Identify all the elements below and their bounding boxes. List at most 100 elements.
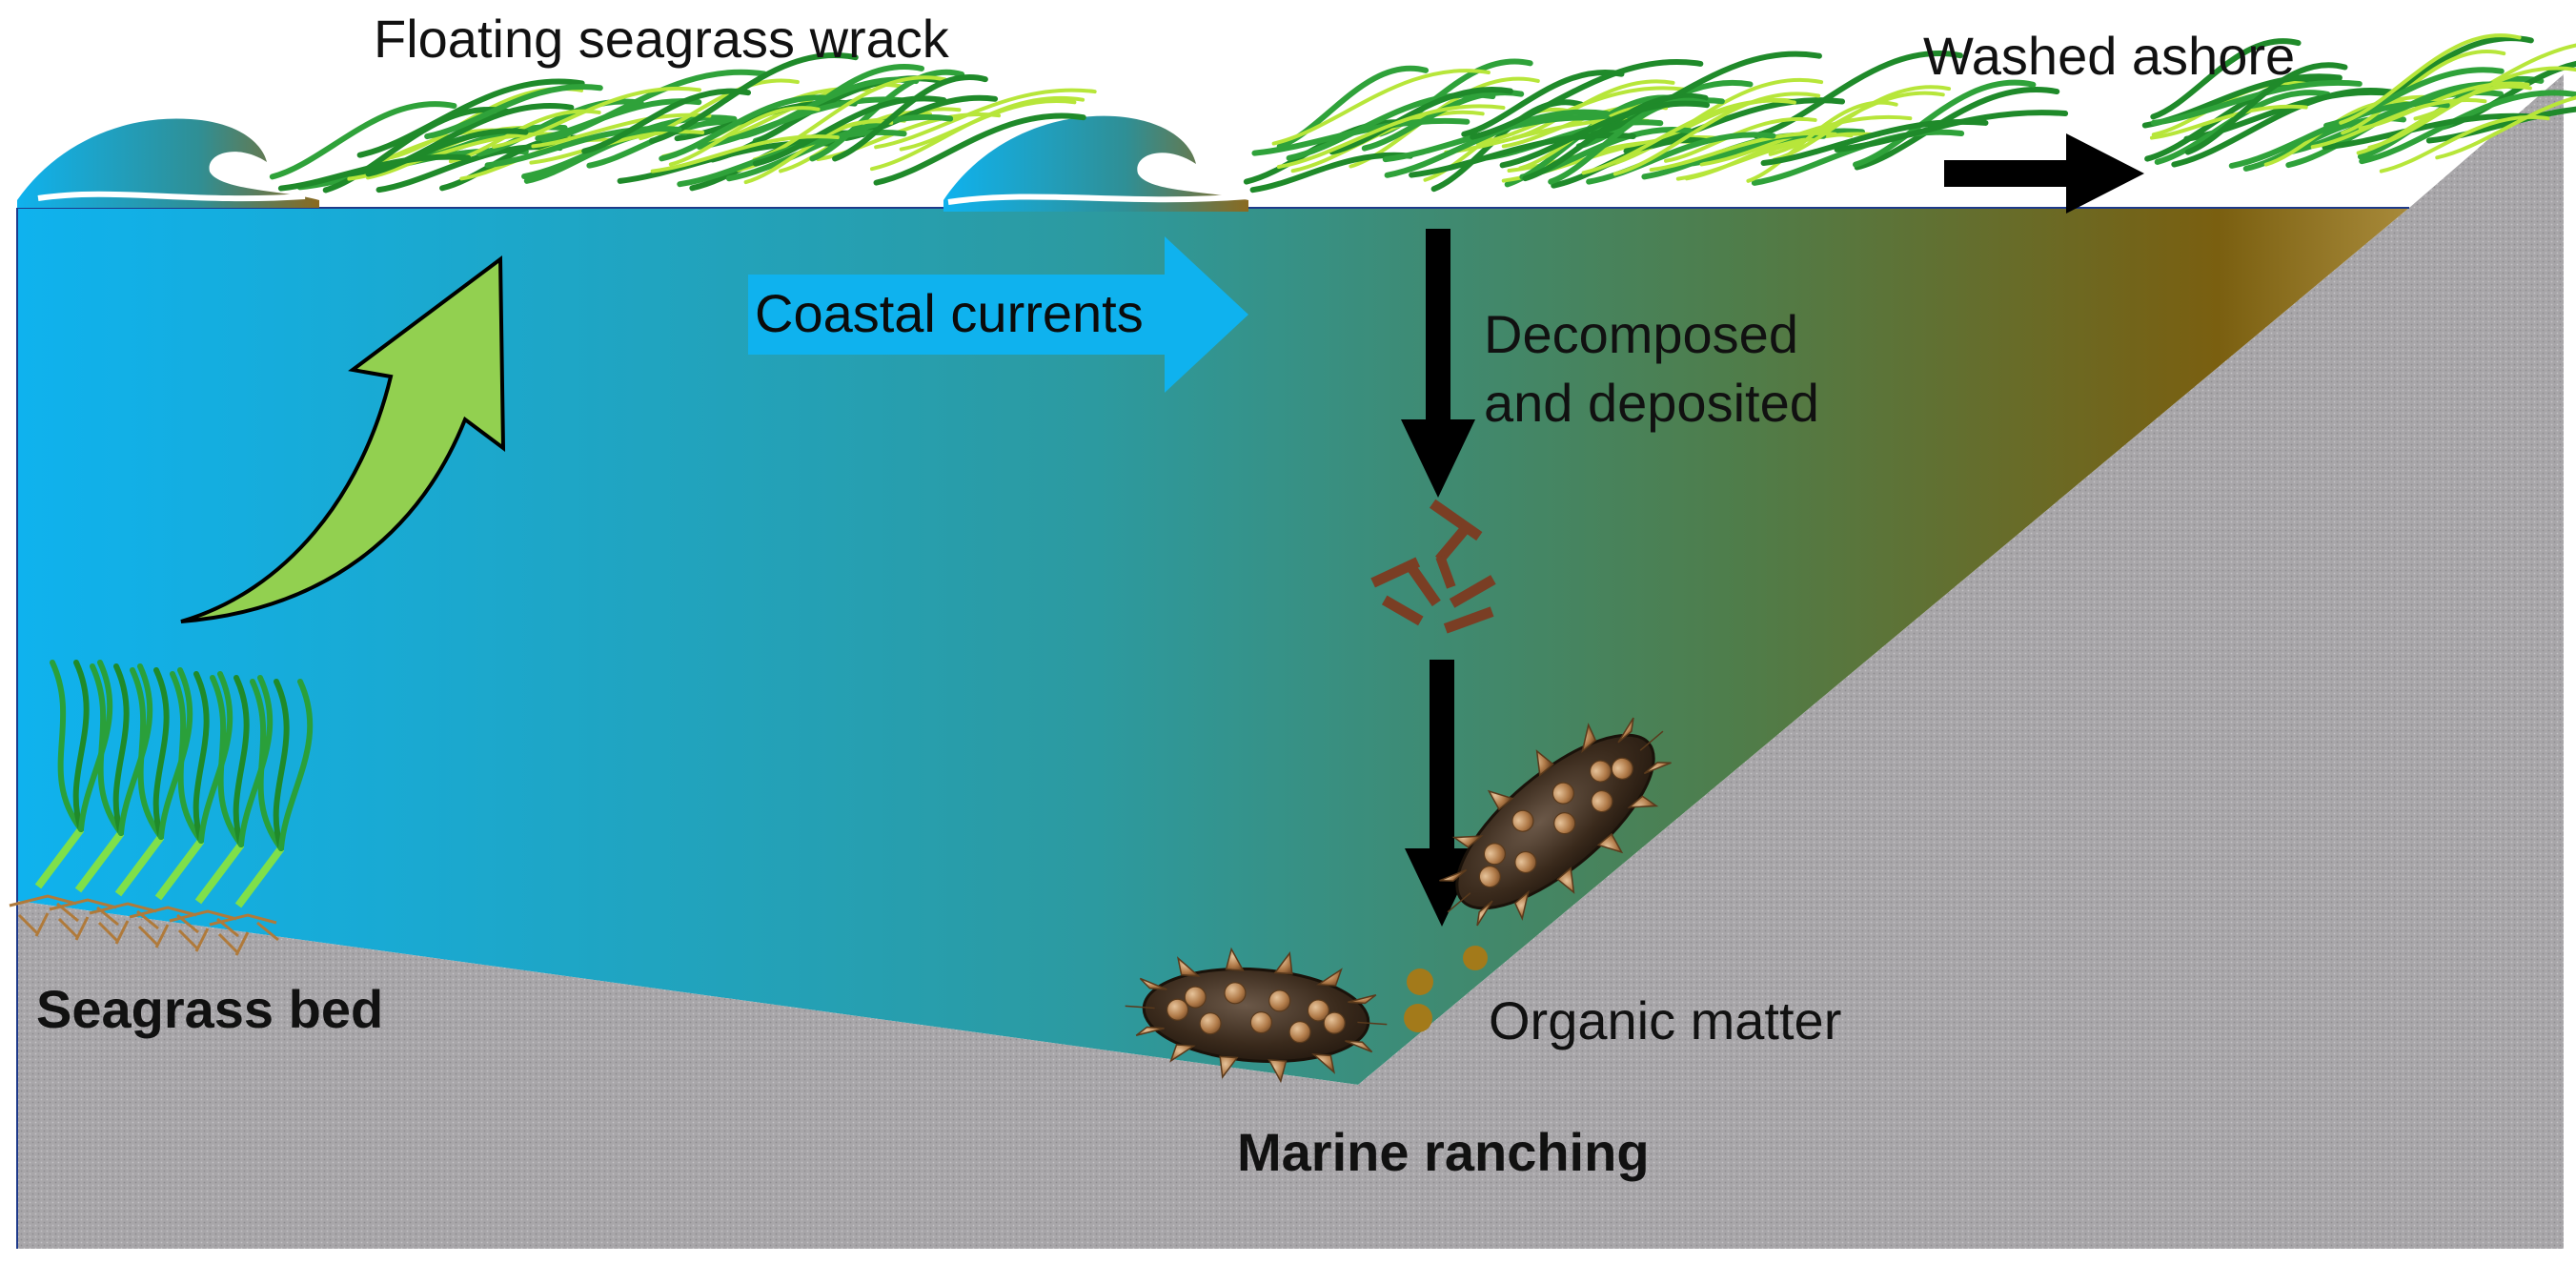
sea-cucumber-spike bbox=[1135, 1026, 1165, 1036]
seagrass-blade bbox=[269, 101, 457, 180]
label-marine-ranching: Marine ranching bbox=[1237, 1122, 1650, 1182]
wave-icon bbox=[17, 118, 319, 208]
seagrass-stem bbox=[154, 838, 205, 901]
label-floating-wrack: Floating seagrass wrack bbox=[374, 9, 950, 69]
seagrass-blade bbox=[112, 663, 130, 836]
sea-cucumber-spike bbox=[1345, 1040, 1373, 1053]
sea-cucumber-papilla bbox=[1184, 986, 1207, 1009]
label-washed-ashore: Washed ashore bbox=[1923, 26, 2295, 86]
label-seagrass-bed: Seagrass bed bbox=[36, 979, 383, 1039]
sea-cucumber-papilla bbox=[1199, 1012, 1222, 1035]
seagrass-blade bbox=[1361, 90, 1525, 152]
seagrass-root bbox=[129, 906, 199, 948]
sea-cucumber-icon bbox=[1125, 947, 1388, 1084]
sea-cucumber-spike bbox=[1556, 866, 1575, 894]
seagrass-blade bbox=[1329, 87, 1513, 155]
seagrass-blade bbox=[2150, 79, 2363, 126]
seagrass-blade bbox=[2435, 95, 2576, 160]
sea-cucumber-papilla bbox=[1514, 850, 1537, 874]
seagrass-root bbox=[89, 902, 159, 945]
seagrass-blade bbox=[1613, 78, 1824, 164]
seagrass-root bbox=[169, 909, 239, 952]
sea-cucumber-spike bbox=[1627, 795, 1659, 808]
seagrass-blade bbox=[869, 95, 1085, 172]
seagrass-blade bbox=[278, 679, 314, 851]
seagrass-blade bbox=[233, 675, 250, 847]
sea-cucumber-papilla bbox=[1307, 999, 1330, 1022]
seagrass-blade bbox=[1271, 69, 1491, 146]
seagrass-blade bbox=[2341, 50, 2506, 135]
seagrass-blade bbox=[2339, 33, 2522, 125]
seagrass-bed-plants bbox=[9, 660, 314, 956]
seagrass-blade bbox=[1409, 133, 1636, 178]
sea-cucumber-spike bbox=[1451, 835, 1484, 848]
sea-cucumber-spike bbox=[1125, 1005, 1155, 1009]
seagrass-blade bbox=[752, 75, 947, 162]
sea-cucumber-papilla bbox=[1552, 782, 1574, 805]
sea-cucumber-spike bbox=[1617, 717, 1634, 744]
sea-cucumber-papilla bbox=[1478, 865, 1501, 888]
seagrass-blade bbox=[210, 675, 244, 847]
seagrass-blade bbox=[535, 98, 702, 142]
seagrass-blade bbox=[250, 679, 284, 851]
seagrass-blade bbox=[356, 78, 585, 158]
seagrass-blade bbox=[873, 112, 1086, 186]
seagrass-blade bbox=[2171, 88, 2397, 168]
sea-cucumber-spike bbox=[1176, 956, 1201, 977]
label-decomposed: Decomposed bbox=[1484, 304, 1798, 364]
seagrass-blade bbox=[477, 98, 644, 157]
seagrass-blade bbox=[72, 660, 90, 832]
seagrass-blade bbox=[484, 126, 682, 169]
water-body bbox=[17, 208, 2409, 1085]
seagrass-blade bbox=[650, 134, 840, 173]
sea-cucumber-spike bbox=[1225, 947, 1245, 971]
seagrass-blade bbox=[2184, 62, 2348, 155]
sea-cucumber-spike bbox=[1357, 1021, 1388, 1026]
sea-cucumber-spike bbox=[1139, 977, 1167, 990]
seagrass-blade bbox=[1461, 70, 1625, 137]
right-arrow-icon bbox=[1944, 133, 2144, 214]
seagrass-blade bbox=[1613, 92, 1821, 176]
seagrass-blade bbox=[1753, 51, 1963, 139]
sea-cucumber-spike bbox=[1348, 994, 1377, 1005]
seagrass-blade bbox=[1675, 132, 1881, 181]
seagrass-blade bbox=[130, 667, 164, 840]
sea-cucumber-papilla bbox=[1166, 998, 1189, 1021]
curved-up-arrow-icon bbox=[180, 255, 506, 623]
sediment-fragments-icon bbox=[1370, 499, 1496, 634]
seagrass-stem bbox=[194, 842, 245, 905]
sea-cucumber-spike bbox=[1596, 832, 1624, 854]
floating-wrack-cluster bbox=[1243, 51, 2069, 194]
down-arrow-icon bbox=[1401, 229, 1475, 498]
sea-cucumber-spike bbox=[1643, 762, 1672, 775]
label-organic-matter: Organic matter bbox=[1489, 990, 1841, 1050]
seagrass-blade bbox=[1590, 51, 1822, 137]
seagrass-blade bbox=[1772, 85, 1952, 162]
sea-cucumber-papilla bbox=[1483, 843, 1507, 866]
seagrass-blade bbox=[832, 74, 988, 162]
seagrass-blade bbox=[2285, 81, 2516, 169]
seagrass-blade bbox=[1649, 131, 1837, 173]
seagrass-blade bbox=[2228, 100, 2450, 169]
sea-cucumber-spike bbox=[1535, 749, 1554, 777]
sea-cucumber-spike bbox=[1439, 868, 1468, 882]
seagrass-blade bbox=[2151, 80, 2309, 137]
seagrass-blade bbox=[170, 671, 204, 844]
sea-cucumber-spike bbox=[1273, 951, 1293, 975]
sea-cucumber-papilla bbox=[1589, 760, 1613, 783]
sea-cucumber-spike bbox=[1311, 1053, 1336, 1074]
seagrass-blade bbox=[492, 86, 701, 149]
label-deposited: and deposited bbox=[1484, 373, 1819, 433]
seagrass-stem bbox=[114, 834, 165, 897]
seagrass-blade bbox=[277, 153, 472, 192]
seagrass-blade bbox=[1249, 152, 1413, 194]
seagrass-blade bbox=[1276, 104, 1506, 170]
seagrass-blade bbox=[2356, 84, 2532, 155]
sea-cucumber-spike bbox=[1447, 892, 1471, 913]
seagrass-blade bbox=[1475, 86, 1687, 146]
seagrass-stem bbox=[234, 846, 285, 908]
seagrass-blade bbox=[1581, 98, 1796, 175]
seagrass-blade bbox=[1430, 99, 1584, 193]
seagrass-blade bbox=[2322, 112, 2539, 151]
